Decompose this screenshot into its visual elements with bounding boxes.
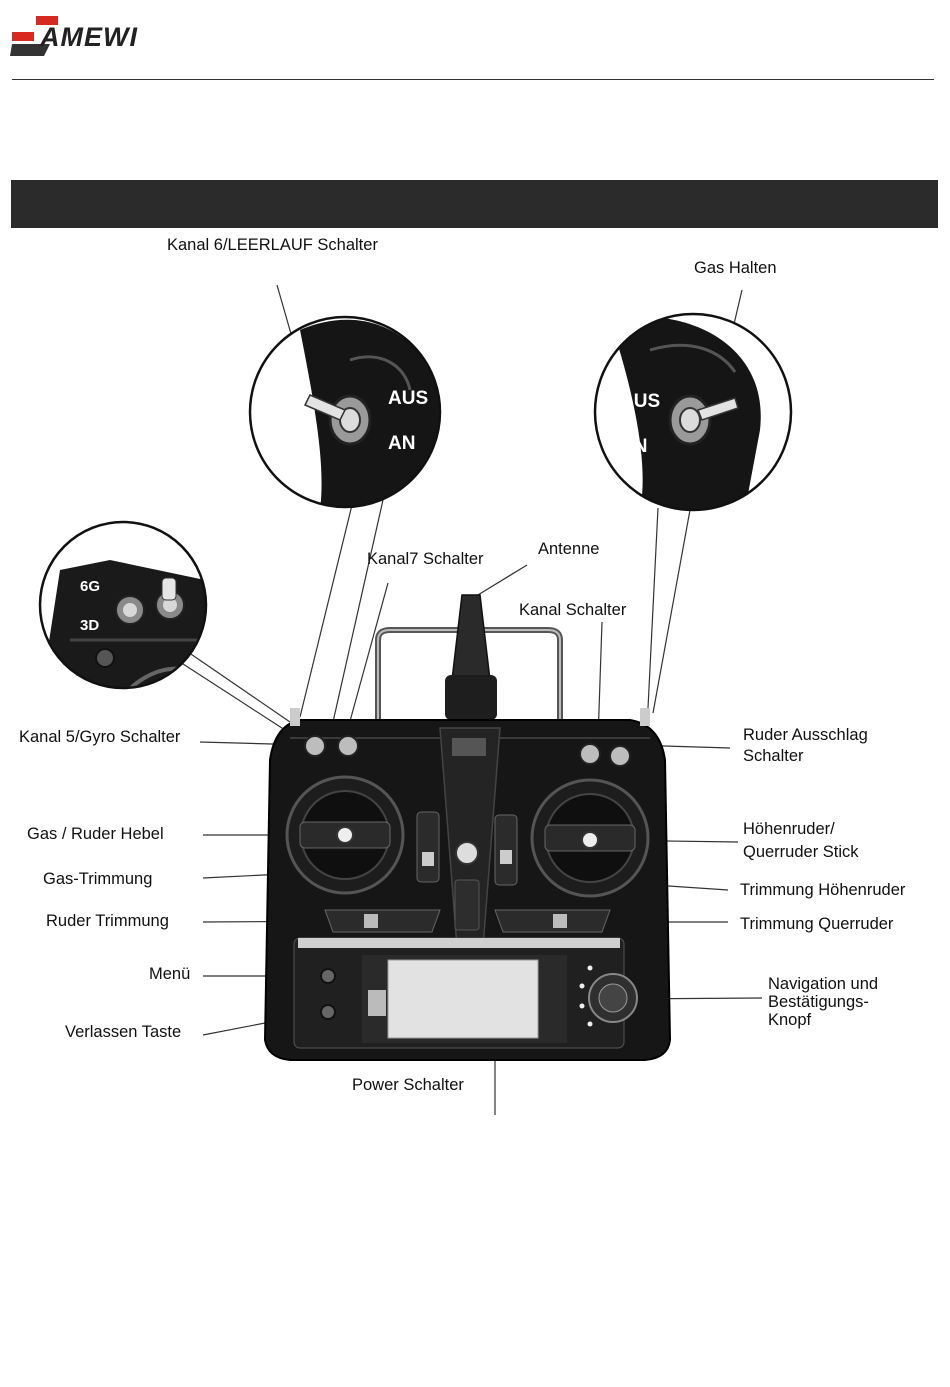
brand-name: AMEWI <box>40 22 138 52</box>
label-kanal7: Kanal7 Schalter <box>367 550 484 568</box>
label-ruder-trimmung: Ruder Trimmung <box>46 912 169 930</box>
label-menue: Menü <box>149 965 191 983</box>
label-navigation-2: Bestätigungs- <box>768 993 869 1011</box>
label-kanal-schalter: Kanal Schalter <box>519 601 627 619</box>
detail-kanal6 <box>250 317 440 507</box>
section-band <box>11 180 938 228</box>
detail-right-aus: AUS <box>620 391 661 412</box>
label-gas-halten: Gas Halten <box>694 259 777 277</box>
label-trimmung-hoehenruder: Trimmung Höhenruder <box>740 881 906 899</box>
label-antenne: Antenne <box>538 540 600 558</box>
label-trimmung-querruder: Trimmung Querruder <box>740 915 894 933</box>
label-navigation-1: Navigation und <box>768 975 879 993</box>
label-verlassen: Verlassen Taste <box>65 1023 182 1041</box>
detail-right-an: AN <box>620 436 648 457</box>
label-ruder-ausschlag-2: Schalter <box>743 747 804 765</box>
brand-logo <box>10 12 170 58</box>
label-gas-ruder-hebel: Gas / Ruder Hebel <box>27 825 164 843</box>
detail-left-aus: AUS <box>388 388 429 409</box>
detail-gyro-6g: 6G <box>80 578 101 595</box>
label-ruder-ausschlag-1: Ruder Ausschlag <box>743 726 868 744</box>
header-rule <box>12 79 934 80</box>
label-power: Power Schalter <box>352 1076 464 1094</box>
detail-gyro <box>40 522 206 688</box>
detail-gyro-3d: 3D <box>80 617 100 634</box>
label-hoehenruder-1: Höhenruder/ <box>743 820 835 838</box>
label-navigation-3: Knopf <box>768 1011 812 1029</box>
label-kanal5: Kanal 5/Gyro Schalter <box>19 728 181 746</box>
label-hoehenruder-2: Querruder Stick <box>743 843 859 861</box>
label-gas-trimmung: Gas-Trimmung <box>43 870 153 888</box>
label-kanal6: Kanal 6/LEERLAUF Schalter <box>167 236 378 254</box>
detail-gas-halten <box>595 314 791 510</box>
detail-left-an: AN <box>388 433 416 454</box>
logo-mark-icon <box>10 16 58 56</box>
